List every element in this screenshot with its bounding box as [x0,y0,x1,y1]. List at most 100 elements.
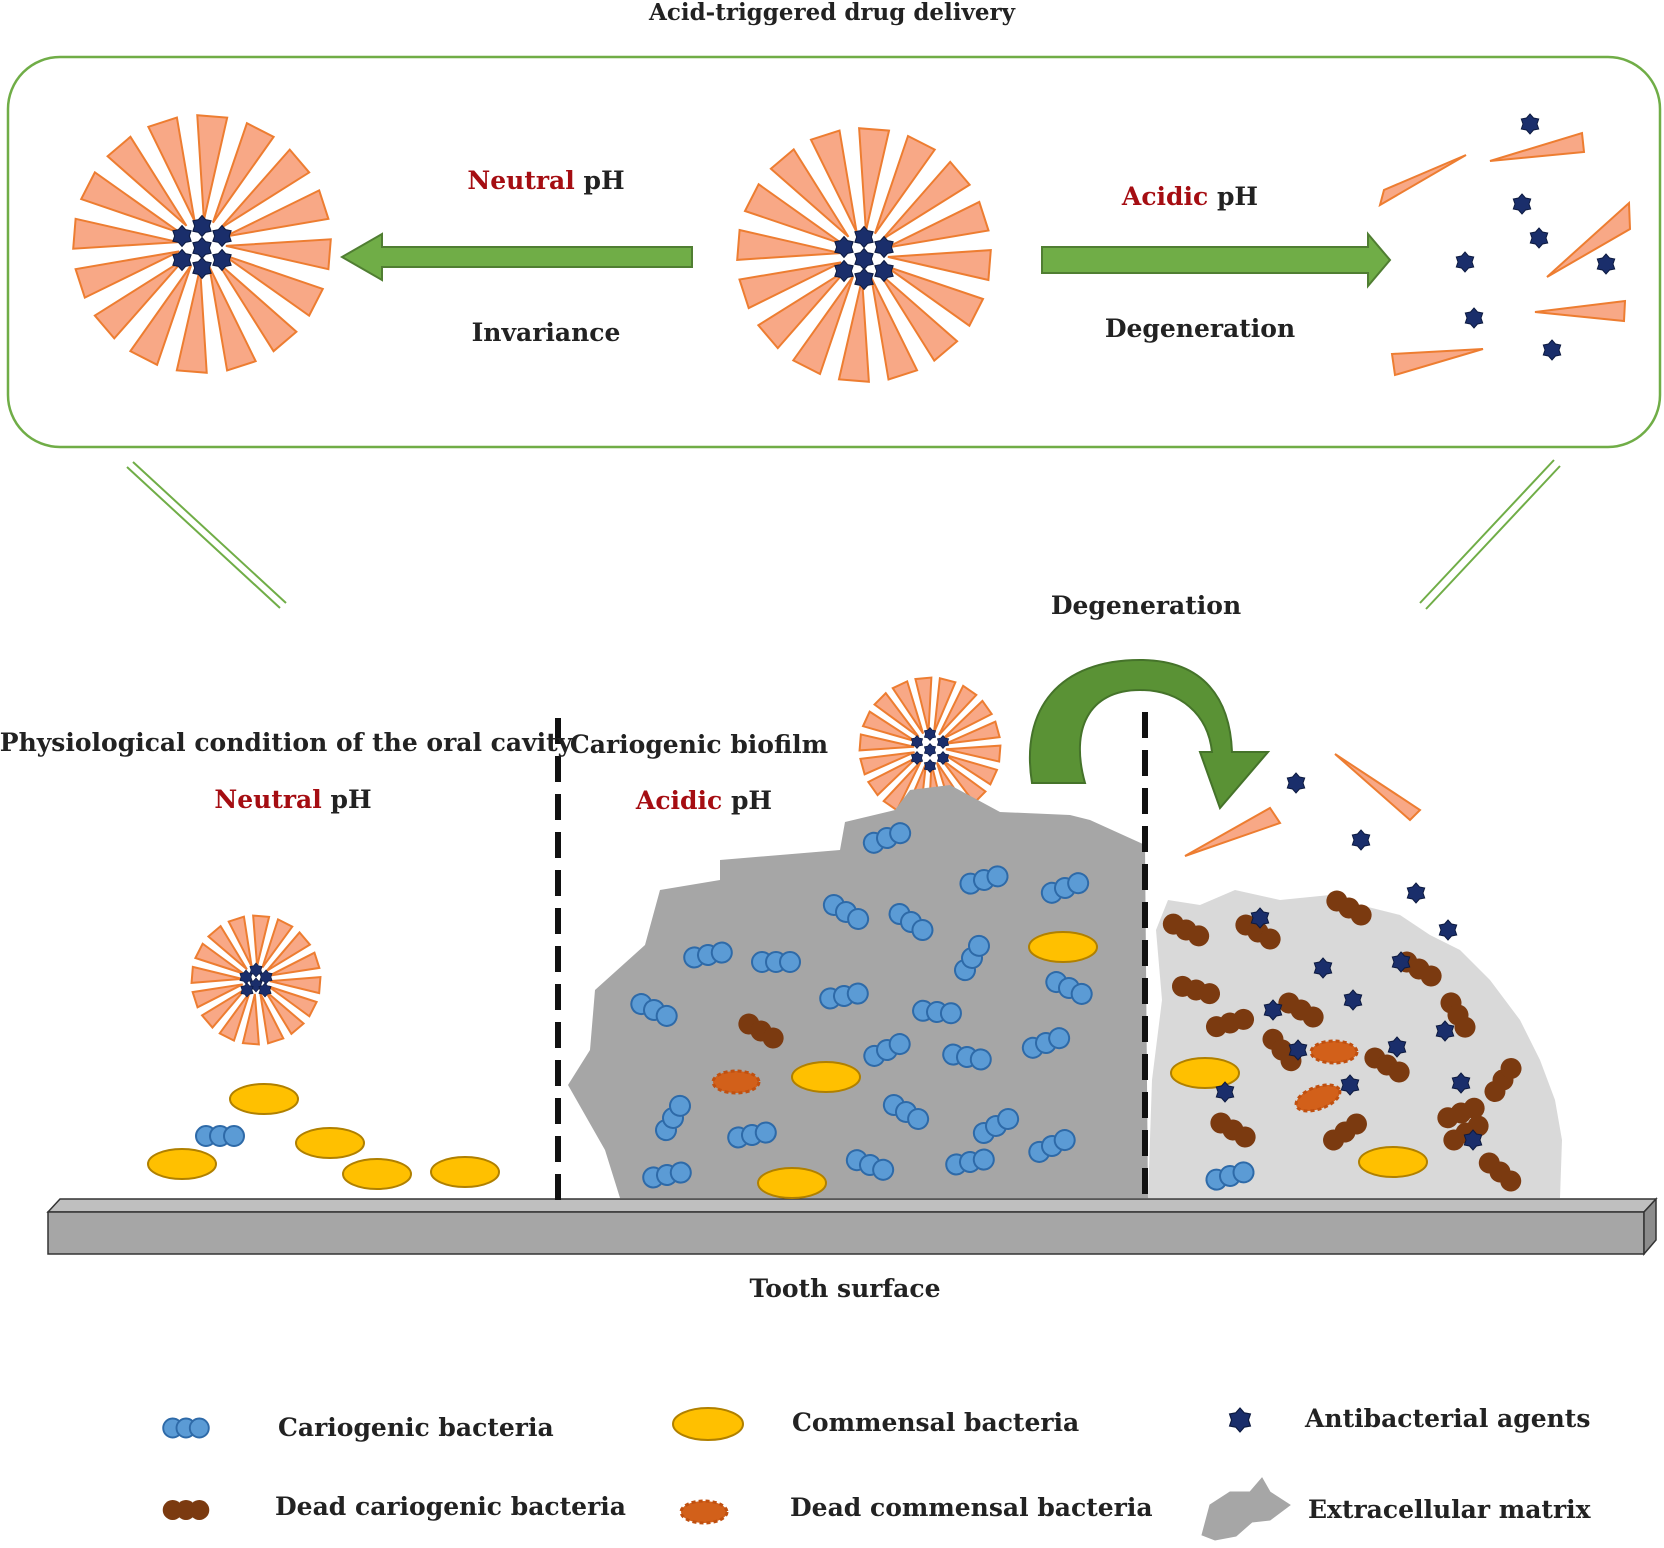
commensal-bacterium [147,1148,217,1180]
micelle-ray [175,267,208,374]
legend-label-commensal: Commensal bacteria [792,1408,1079,1437]
micelle-ray [225,238,332,271]
micelle-ray [940,758,987,805]
commensal-bacterium [229,1083,299,1115]
intact-micelle-oral-cavity [190,914,322,1046]
antibacterial-agent [212,248,232,272]
top-panel-frame [6,55,1662,449]
micelle-ray [738,261,842,310]
micelle-ray [858,127,891,232]
curved-degeneration-arrow [1028,658,1271,810]
micelle-ray [886,200,990,249]
micelle-ray [200,988,247,1030]
micelle-ray [944,753,999,786]
micelle-ray [887,249,992,282]
micelle-ray [882,760,922,812]
antibacterial-agent [1286,772,1306,794]
commensal-bacterium [1358,1146,1428,1178]
legend-label-matrix: Extracellular matrix [1308,1495,1592,1524]
antibacterial-agent [192,214,212,238]
dead-commensal-bacteria-icon [679,1499,729,1525]
tooth-surface [47,1211,1645,1255]
micelle-ray [146,116,196,222]
micelle-ray [227,915,253,968]
micelle-ray [222,253,325,318]
cariogenic-bacterium [751,951,801,973]
antibacterial-agent [192,236,212,260]
micelle-ray [224,188,330,238]
antibacterial-agent [854,225,874,249]
commensal-bacterium [1170,1057,1240,1089]
antibacterial-agent [192,256,212,280]
acidic-ph-label-bottom: Acidic pH [635,786,772,815]
micelle-ray [128,264,193,367]
micelle-ray [756,269,847,350]
micelle-ray [72,217,179,250]
antibacterial-agent [854,267,874,291]
neutral-ph-label-bottom: Neutral pH [214,785,371,814]
arrow-to-neutral [339,232,693,282]
legend-label-antibacterial: Antibacterial agents [1304,1404,1590,1433]
micelle-ray [93,258,185,340]
antibacterial-agent [1406,882,1426,904]
micelle-ray [196,114,229,221]
commensal-bacterium [757,1167,827,1199]
commensal-bacteria-icon [672,1407,744,1441]
extracellular-matrix-icon [1201,1477,1291,1541]
intact-micelle-neutral [72,114,332,374]
cariogenic-bacteria-icon [162,1417,210,1439]
micelle-ray [736,228,841,261]
micelle-ray [241,993,260,1046]
micelle-ray [942,699,994,740]
micelle-ray [866,756,918,797]
intact-micelle-source [736,127,992,383]
antibacterial-agent-icon [1228,1407,1252,1433]
micelle-ray [261,917,294,969]
micelle-ray [208,266,258,372]
micelle-ray [264,989,306,1036]
micelle-ray [837,278,870,383]
acidic-ph-label-top: Acidic pH [1121,182,1258,211]
antibacterial-agent [874,235,894,259]
micelle-ray [219,148,311,230]
antibacterial-agent [854,247,874,271]
micelle-ray [267,985,319,1018]
degeneration-label-bottom: Degeneration [1051,591,1241,620]
legend-label-cariogenic: Cariogenic bacteria [278,1413,554,1442]
antibacterial-agent [874,259,894,283]
dead-cariogenic-bacteria-icon [162,1500,210,1520]
micelle-ray [938,684,978,736]
cariogenic-bacterium [911,998,963,1026]
released-rays [1378,131,1632,377]
micelle-ray [861,710,916,743]
micelle-ray [884,264,985,328]
micelle-ray [259,992,285,1045]
released-rays-bottom [1184,753,1422,857]
micelle-ray [193,942,245,975]
antibacterial-agent [1438,919,1458,941]
micelle-ray [791,275,855,376]
micelle-ray [769,147,850,238]
micelle-ray [191,983,244,1009]
micelle-ray [891,679,925,735]
micelle-ray [859,751,915,776]
micelle-ray [743,182,844,246]
oral-cavity-label: Physiological condition of the oral cavi… [0,728,574,757]
antibacterial-agent [924,743,936,757]
tooth-surface-side [1643,1197,1657,1257]
micelle-ray [74,250,180,300]
micelle-ray [945,720,1001,745]
commensal-bacterium [1028,931,1098,963]
micelle-ray [878,272,959,363]
commensal-bacterium [430,1156,500,1188]
arrow-to-acidic [1041,231,1392,289]
legend: Cariogenic bacteria Commensal bacteria A… [162,1404,1592,1541]
micelle-ray [881,160,972,241]
degeneration-label-top: Degeneration [1105,314,1295,343]
antibacterial-agent [1351,829,1371,851]
commensal-bacterium [791,1061,861,1093]
micelle-on-biofilm [858,676,1002,820]
micelle-ray [914,676,933,733]
micelle-ray [216,261,298,353]
micelle-ray [190,965,243,984]
